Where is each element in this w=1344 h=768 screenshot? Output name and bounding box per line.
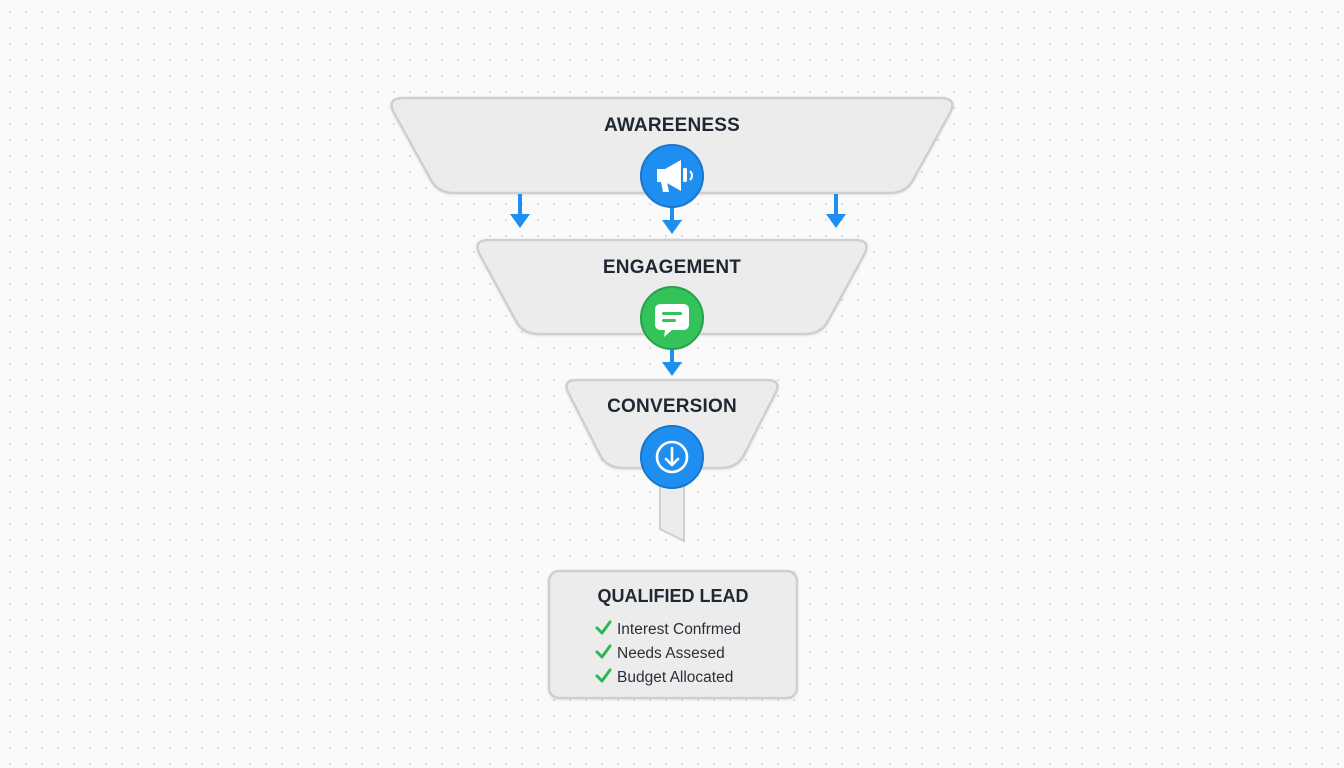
checklist-item-label: Budget Allocated	[617, 669, 733, 686]
checklist-item-label: Needs Assesed	[617, 645, 725, 662]
checklist-item: Needs Assesed	[595, 644, 725, 662]
arrow-down-right	[826, 194, 846, 228]
checklist-item: Interest Confrmed	[595, 620, 741, 638]
flow-arrows-1	[510, 194, 846, 234]
funnel-segment-conversion	[565, 378, 779, 470]
qualified-lead-card: QUALIFIED LEAD Interest Confrmed Needs A…	[547, 569, 799, 700]
stage-title-conversion: CONVERSION	[607, 396, 737, 417]
download-circle-icon	[640, 425, 704, 489]
stage-conversion[interactable]: CONVERSION	[565, 378, 779, 470]
megaphone-icon	[640, 144, 704, 208]
stage-title-awareness: AWAREENESS	[604, 115, 740, 136]
funnel-spout	[659, 481, 685, 543]
checklist-item: Budget Allocated	[595, 668, 733, 686]
flow-arrow-2	[662, 348, 682, 376]
check-icon	[595, 668, 612, 683]
chat-bubble-icon	[640, 286, 704, 350]
checklist-item-label: Interest Confrmed	[617, 621, 741, 638]
qualified-lead-title: QUALIFIED LEAD	[598, 586, 749, 606]
stage-title-engagement: ENGAGEMENT	[603, 257, 741, 278]
check-icon	[595, 644, 612, 659]
check-icon	[595, 620, 612, 635]
arrow-down-center	[662, 205, 682, 234]
arrow-down-left	[510, 194, 530, 228]
